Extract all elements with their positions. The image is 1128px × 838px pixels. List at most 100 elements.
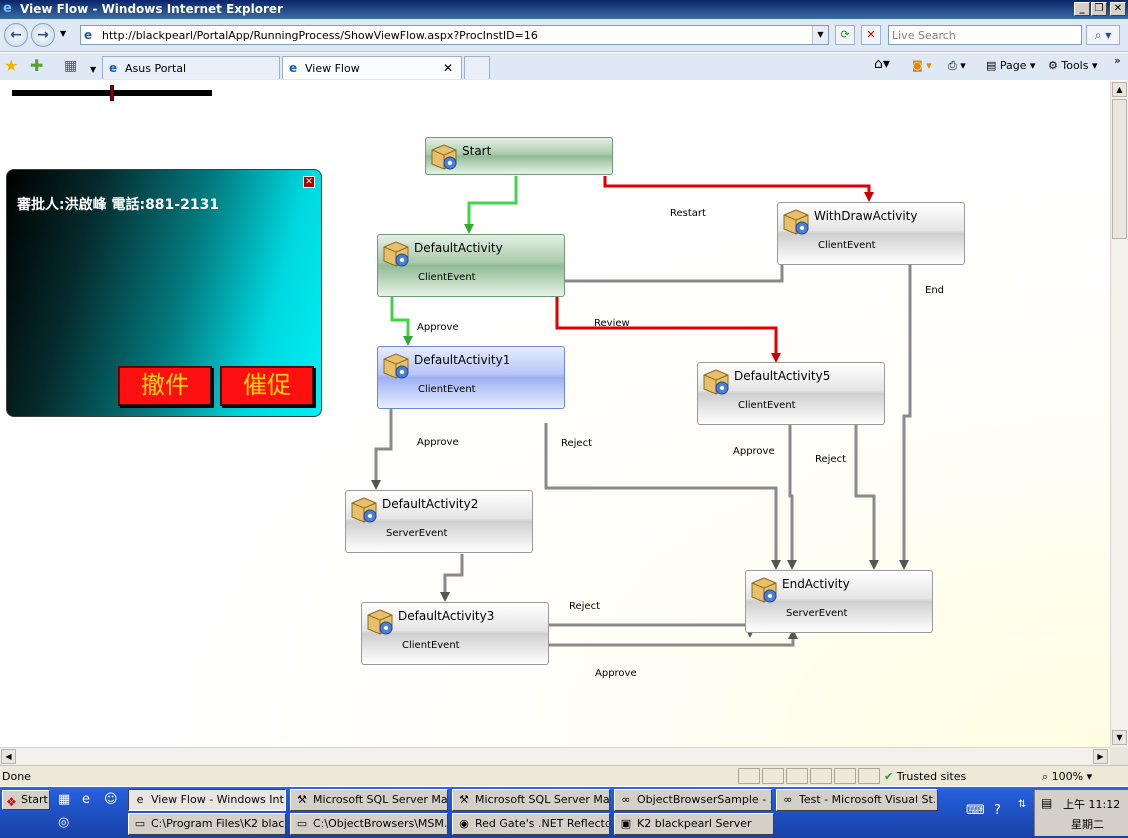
close-tab-icon[interactable]: ✕ xyxy=(442,61,453,75)
popup-close-button[interactable]: ✕ xyxy=(303,176,315,188)
tools-menu[interactable]: ⚙ Tools ▾ xyxy=(1048,59,1098,72)
link-2-3 xyxy=(440,554,464,602)
favorites-star-icon[interactable]: ★ xyxy=(4,56,19,75)
folder-icon: ▭ xyxy=(134,817,146,830)
network-icon[interactable]: ▤ xyxy=(1041,796,1053,810)
visual-studio-icon: ∞ xyxy=(621,793,631,806)
vertical-scrollbar[interactable]: ▲ ▼ xyxy=(1110,81,1128,747)
new-tab-button[interactable] xyxy=(464,56,490,79)
taskbar-item[interactable]: ∞ ObjectBrowserSample - ... xyxy=(614,789,772,811)
print-icon[interactable]: ⎙ ▾ xyxy=(948,59,966,72)
withdraw-button[interactable]: 撤件 xyxy=(118,366,212,406)
clock-day: 星期二 xyxy=(1071,818,1104,831)
node-default-activity5[interactable]: DefaultActivity5 ClientEvent xyxy=(697,362,885,425)
taskbar-item-label: K2 blackpearl Server xyxy=(637,817,752,830)
show-desktop-icon[interactable]: ▦ xyxy=(58,792,71,807)
page-menu[interactable]: ▤ Page ▾ xyxy=(986,59,1036,72)
scroll-corner xyxy=(1110,747,1128,765)
node-default-activity3[interactable]: DefaultActivity3 ClientEvent xyxy=(361,602,549,665)
feeds-icon[interactable]: ◙ ▾ xyxy=(912,59,932,72)
vertical-scroll-thumb[interactable] xyxy=(1112,99,1127,239)
refresh-button[interactable]: ⟳ xyxy=(835,25,855,45)
urge-button[interactable]: 催促 xyxy=(220,366,314,406)
node-default-activity[interactable]: DefaultActivity ClientEvent xyxy=(377,234,565,297)
ie-icon: e xyxy=(136,793,144,806)
node-name: DefaultActivity1 xyxy=(414,353,511,367)
node-end-activity[interactable]: EndActivity ServerEvent xyxy=(745,570,933,633)
history-dropdown-icon[interactable]: ▼ xyxy=(60,29,67,38)
scroll-up-icon[interactable]: ▲ xyxy=(1112,82,1127,97)
help-tray-icon[interactable]: ? xyxy=(994,803,1001,818)
activity-box-icon xyxy=(703,369,729,395)
node-name: EndActivity xyxy=(782,577,850,591)
security-zone: ✔ Trusted sites xyxy=(884,770,966,783)
title-bar: e View Flow - Windows Internet Explorer … xyxy=(0,0,1128,19)
security-zone-label: Trusted sites xyxy=(896,770,967,783)
link-reject-3 xyxy=(548,623,755,638)
messenger-icon[interactable]: ☺ xyxy=(104,792,118,807)
quicklaunch-icon[interactable]: ◎ xyxy=(58,815,70,830)
node-default-activity2[interactable]: DefaultActivity2 ServerEvent xyxy=(345,490,533,553)
start-button[interactable]: ❖Start xyxy=(2,790,50,810)
scroll-left-icon[interactable]: ◀ xyxy=(1,749,16,764)
close-window-button[interactable]: ✕ xyxy=(1110,2,1126,16)
zoom-level[interactable]: ⌕ 100% ▾ xyxy=(1042,770,1093,783)
zoom-slider[interactable] xyxy=(12,85,212,101)
search-input[interactable]: Live Search xyxy=(888,25,1082,45)
activity-box-icon xyxy=(383,241,409,267)
tab-list-dropdown-icon[interactable]: ▼ xyxy=(90,65,97,74)
node-name: DefaultActivity5 xyxy=(734,369,831,383)
scroll-right-icon[interactable]: ▶ xyxy=(1093,749,1108,764)
status-text: Done xyxy=(2,770,31,783)
add-favorite-icon[interactable]: ✚ xyxy=(30,56,44,75)
link-end xyxy=(899,264,912,570)
taskbar-item[interactable]: ▣K2 blackpearl Server xyxy=(614,813,774,835)
tab-asus-portal[interactable]: e Asus Portal xyxy=(102,56,280,79)
activity-box-icon xyxy=(351,497,377,523)
status-pane xyxy=(858,768,880,784)
node-start[interactable]: Start xyxy=(425,137,613,175)
taskbar-item[interactable]: ▭C:\ObjectBrowsers\MSM... xyxy=(290,813,448,835)
taskbar-item[interactable]: ▭ C:\Program Files\K2 blac... xyxy=(128,813,286,835)
tray-arrows-icon[interactable]: ⇅ xyxy=(1018,799,1027,810)
back-button[interactable]: ← xyxy=(4,23,28,47)
node-withdraw-activity[interactable]: WithDrawActivity ClientEvent xyxy=(777,202,965,265)
taskbar-item-label: C:\ObjectBrowsers\MSM... xyxy=(313,817,448,830)
activity-box-icon xyxy=(367,609,393,635)
node-type: ClientEvent xyxy=(738,400,796,411)
address-bar[interactable]: e http://blackpearl/PortalApp/RunningPro… xyxy=(80,25,829,45)
ie-page-icon: e xyxy=(289,61,298,75)
taskbar-item-label: ObjectBrowserSample - ... xyxy=(637,793,772,806)
system-tray: ▤ 上午 11:12 星期二 xyxy=(1034,790,1128,836)
forward-button[interactable]: → xyxy=(31,23,55,47)
taskbar-item[interactable]: ◉Red Gate's .NET Reflector xyxy=(452,813,610,835)
node-default-activity1[interactable]: DefaultActivity1 ClientEvent xyxy=(377,346,565,409)
taskbar-item[interactable]: ⚒Microsoft SQL Server Ma... xyxy=(452,789,610,811)
home-icon[interactable]: ⌂▾ xyxy=(874,56,890,72)
ie-quicklaunch-icon[interactable]: e xyxy=(82,792,90,807)
chevron-more-icon[interactable]: » xyxy=(1114,54,1121,67)
stop-button[interactable]: ✕ xyxy=(861,25,881,45)
status-pane xyxy=(738,768,760,784)
minimize-button[interactable]: _ xyxy=(1074,2,1090,16)
address-dropdown-icon[interactable]: ▼ xyxy=(812,26,828,44)
taskbar-item[interactable]: ⚒Microsoft SQL Server Ma... xyxy=(290,789,448,811)
quick-tabs-icon[interactable]: ▦ xyxy=(64,58,78,74)
network-tray-icon[interactable]: ⌨ xyxy=(966,803,985,818)
tab-view-flow[interactable]: e View Flow ✕ xyxy=(282,56,462,79)
sql-server-icon: ⚒ xyxy=(459,793,469,806)
link-label: Approve xyxy=(417,437,459,448)
search-button[interactable]: ⌕ ▾ xyxy=(1086,25,1120,45)
status-pane xyxy=(762,768,784,784)
link-label: Approve xyxy=(733,446,775,457)
taskbar-item[interactable]: ∞Test - Microsoft Visual St... xyxy=(776,789,938,811)
taskbar-item-label: C:\Program Files\K2 blac... xyxy=(151,817,286,830)
restore-button[interactable]: ❐ xyxy=(1091,2,1107,16)
horizontal-scrollbar[interactable]: ◀ ▶ xyxy=(0,747,1110,765)
address-input[interactable]: http://blackpearl/PortalApp/RunningProce… xyxy=(102,29,538,42)
link-approve-5 xyxy=(787,423,797,570)
scroll-down-icon[interactable]: ▼ xyxy=(1112,730,1127,745)
zoom-slider-thumb[interactable] xyxy=(110,85,114,101)
